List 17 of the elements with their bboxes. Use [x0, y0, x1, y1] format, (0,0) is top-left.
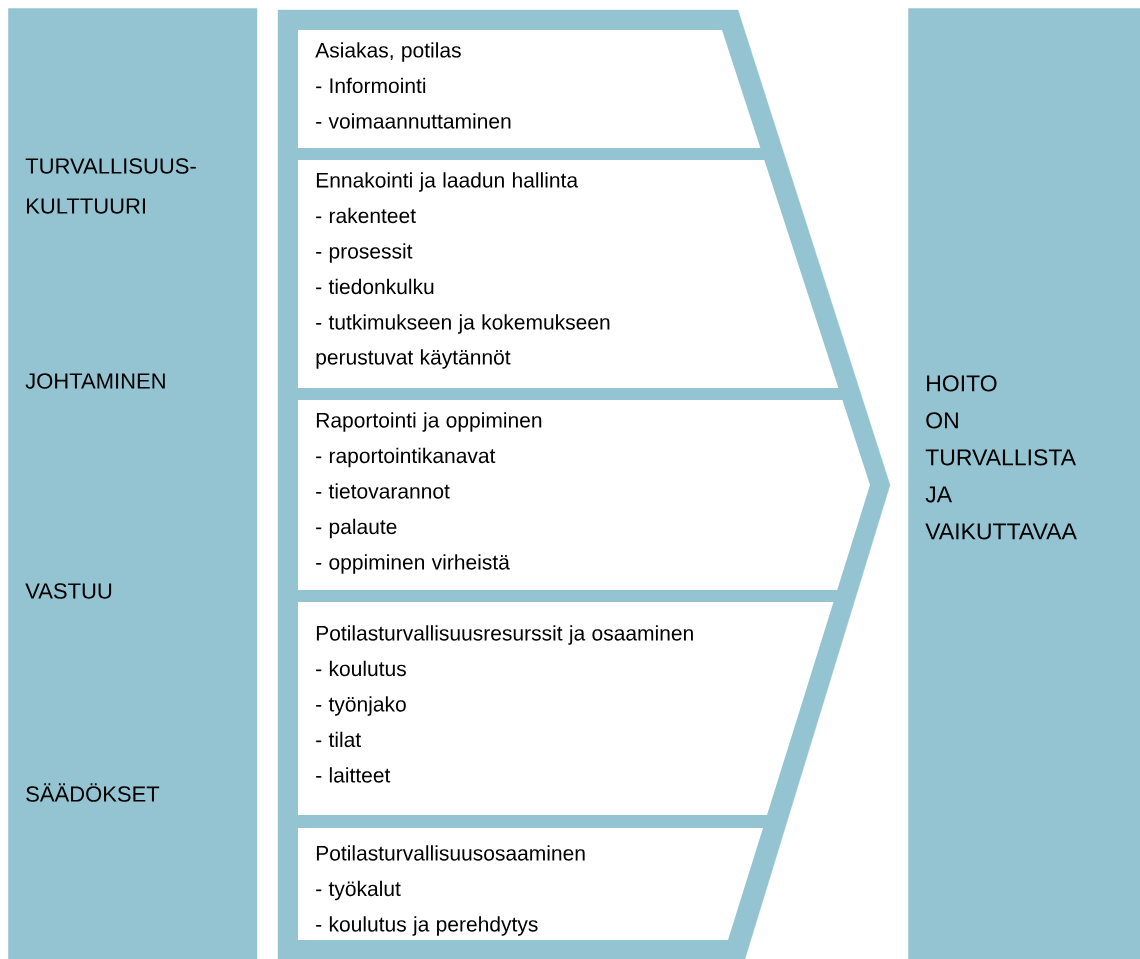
node-label: - tiedonkulku — [316, 278, 434, 295]
text-box: Ennakointi ja laadun hallinta - rakenteet - prosessit - tiedonkulku - tutkimukseen ja kokemukseen perustuvat käytännöt — [298, 160, 839, 388]
text-box: Potilasturvallisuusosaaminen - työkalut - koulutus ja perehdytys — [298, 828, 763, 940]
side-panel: TURVALLISUUS- KULTTUURI JOHTAMINEN VASTUU SÄÄDÖKSET — [8, 8, 258, 959]
node-label: - rakenteet — [316, 207, 416, 224]
node-label: Ennakointi ja laadun hallinta — [316, 172, 579, 192]
node-label: - työnjako — [316, 696, 406, 716]
node-label: - tilat — [316, 731, 362, 748]
node-label: - tutkimukseen ja kokemukseen perustuvat käytännöt — [316, 314, 610, 369]
text-box: Asiakas, potilas - Informointi - voimaannuttaminen — [298, 30, 761, 148]
text-box: Raportointi ja oppiminen - raportointikanavat - tietovarannot - palaute - oppiminen virheistä — [298, 400, 870, 590]
side-panel: HOITO ON TURVALLISTA JA VAIKUTTAVAA — [908, 8, 1140, 959]
node-label: - koulutus — [316, 660, 406, 677]
text-box: Potilasturvallisuusresurssit ja osaaminen - koulutus - työnjako - tilat - laitteet — [298, 602, 834, 815]
node-label: - prosessit — [316, 243, 413, 263]
node-label: Potilasturvallisuusresurssit ja osaaminen — [316, 625, 693, 645]
node-label: - laitteet — [316, 767, 391, 783]
